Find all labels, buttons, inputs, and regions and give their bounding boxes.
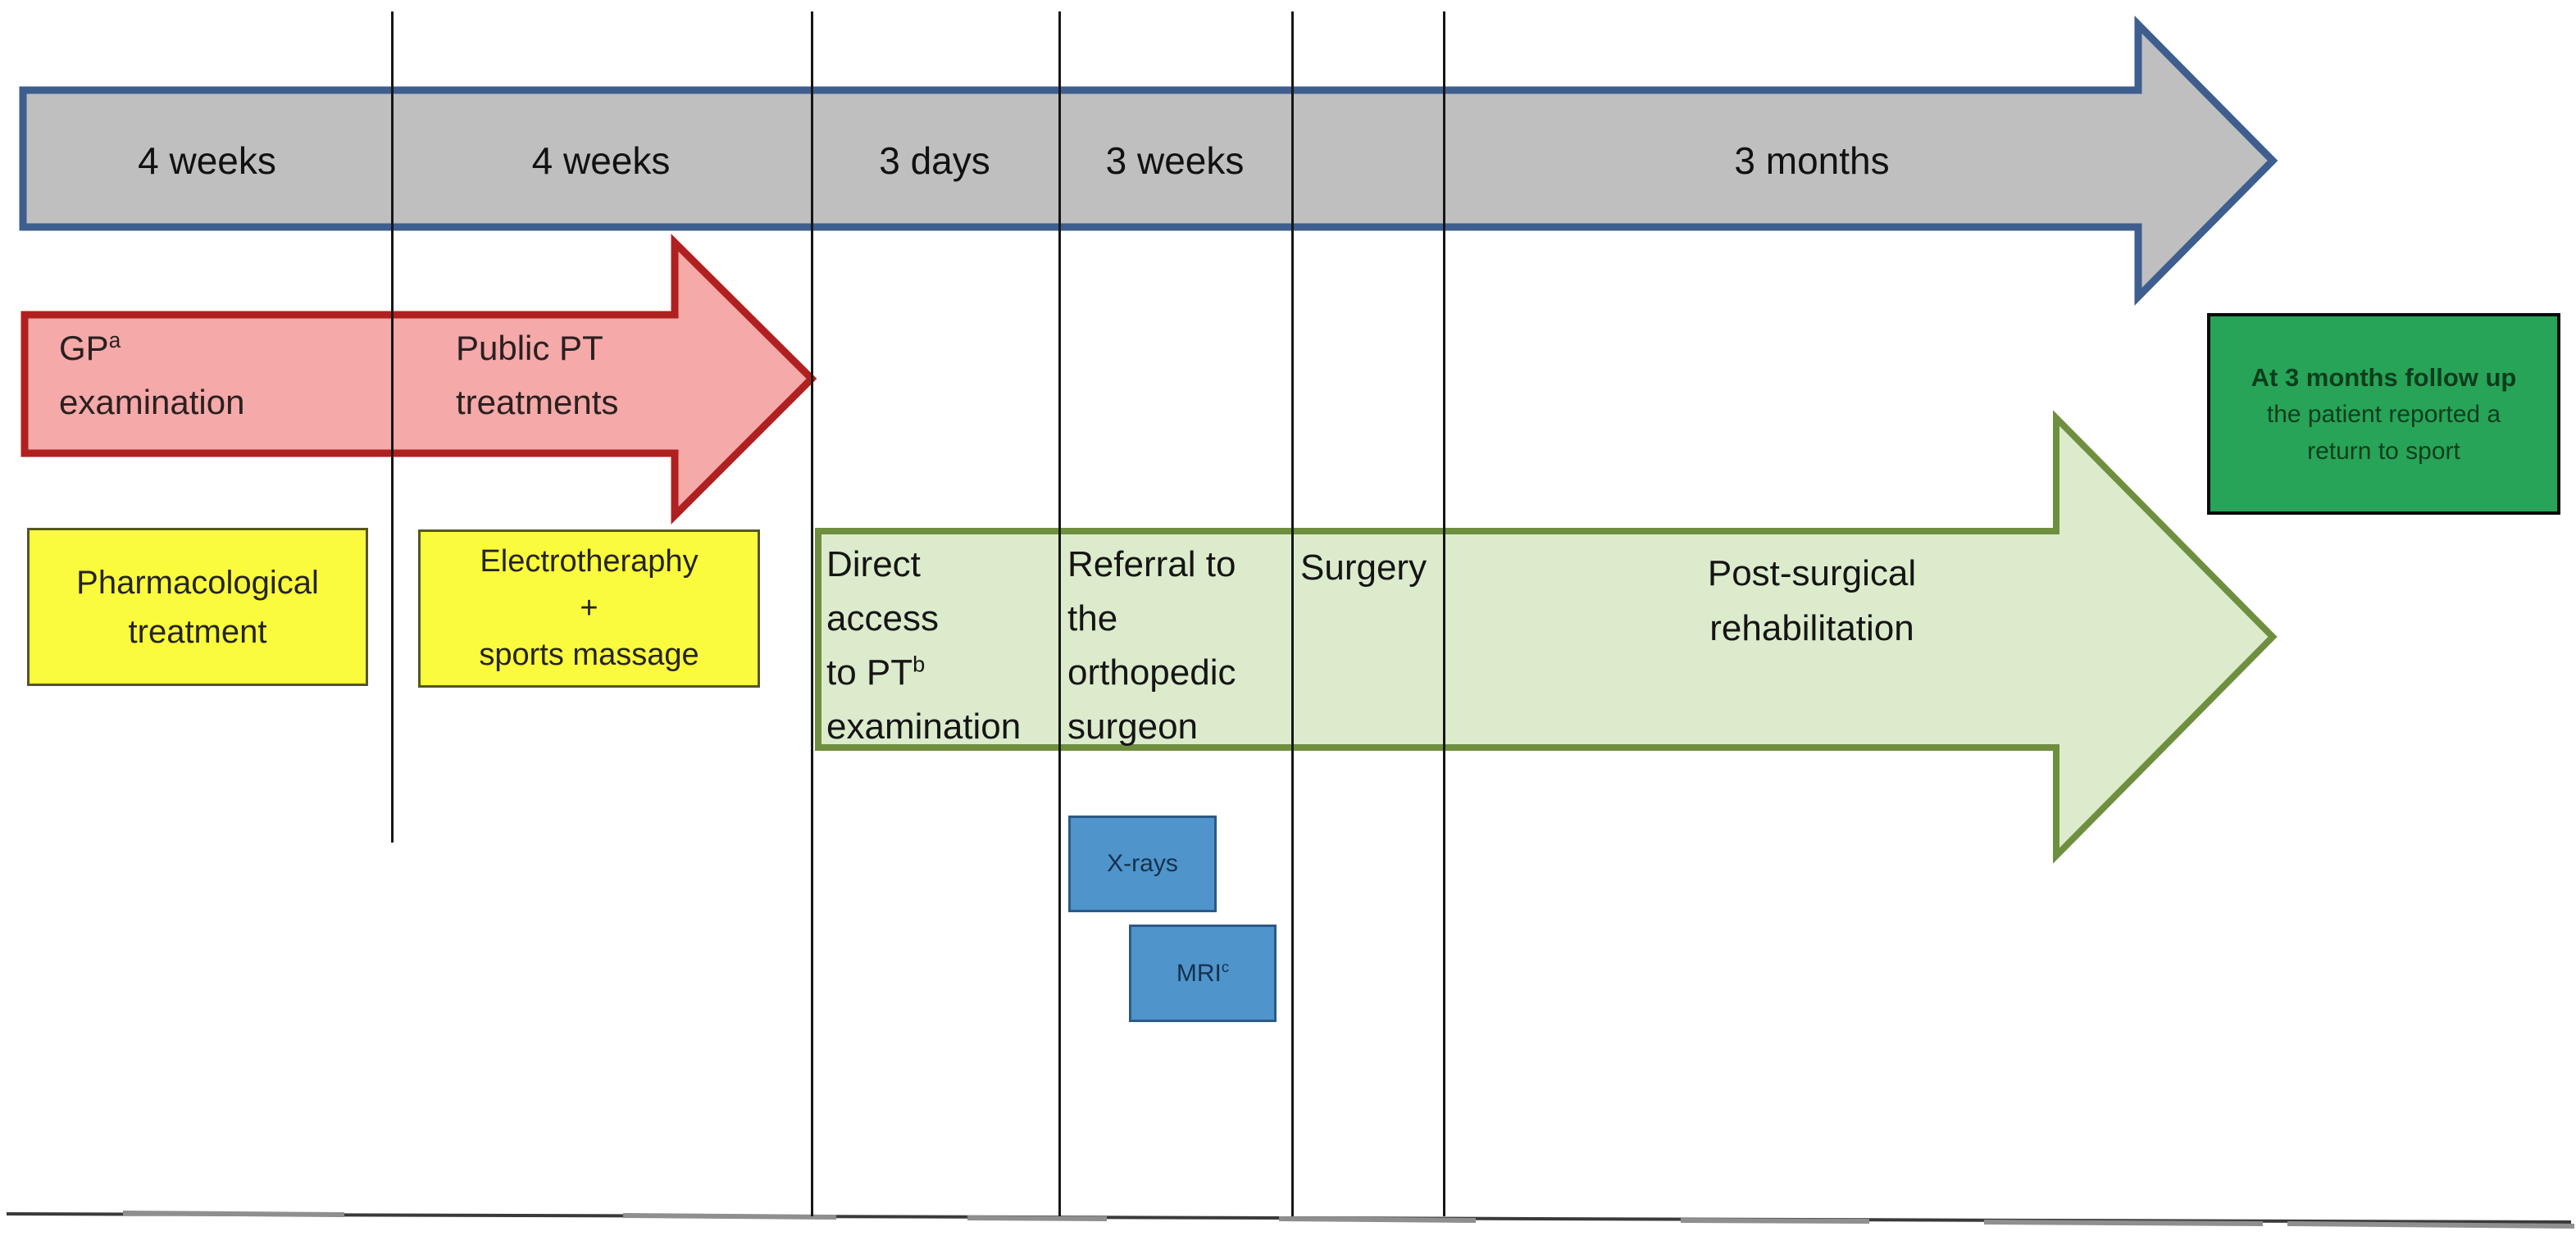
footnote-a: a — [108, 328, 121, 352]
duration-label-3months: 3 months — [1734, 139, 1890, 182]
column-divider-3 — [1058, 11, 1061, 1216]
gray-timeline-arrow-shape — [19, 16, 2278, 306]
electrotherapy-massage-box: Electrotheraphy + sports massage — [418, 529, 760, 688]
footnote-b: b — [913, 651, 926, 677]
red-primary-care-arrow-shape — [20, 234, 817, 525]
column-divider-1 — [391, 11, 394, 843]
green-care-pathway-arrow-shape — [815, 410, 2278, 864]
column-divider-5 — [1443, 11, 1445, 1216]
column-divider-4 — [1291, 11, 1294, 1216]
public-pt-treatments-label: Public PT treatments — [456, 329, 619, 421]
footnote-c: c — [1221, 957, 1230, 975]
xrays-box: X-rays — [1068, 816, 1217, 912]
gp-examination-label: GPa examination — [59, 328, 245, 421]
referral-orthopedic-label: Referral to the orthopedic surgeon — [1067, 544, 1236, 747]
duration-label-3days: 3 days — [879, 139, 990, 182]
post-surgical-rehab-label: Post-surgical rehabilitation — [1707, 553, 1917, 648]
column-divider-2 — [811, 11, 813, 1216]
duration-label-3weeks: 3 weeks — [1105, 139, 1245, 182]
duration-label-4weeks-1: 4 weeks — [138, 139, 276, 182]
direct-access-pt-label: Direct access to PTb examination — [826, 544, 1022, 747]
pharmacological-treatment-box: Pharmacological treatment — [27, 528, 368, 686]
mri-box: MRIc — [1129, 925, 1277, 1022]
duration-label-4weeks-2: 4 weeks — [531, 139, 671, 182]
baseline — [6, 1211, 2575, 1229]
surgery-label: Surgery — [1300, 548, 1427, 588]
follow-up-outcome-box: At 3 months follow up the patient report… — [2207, 313, 2560, 515]
